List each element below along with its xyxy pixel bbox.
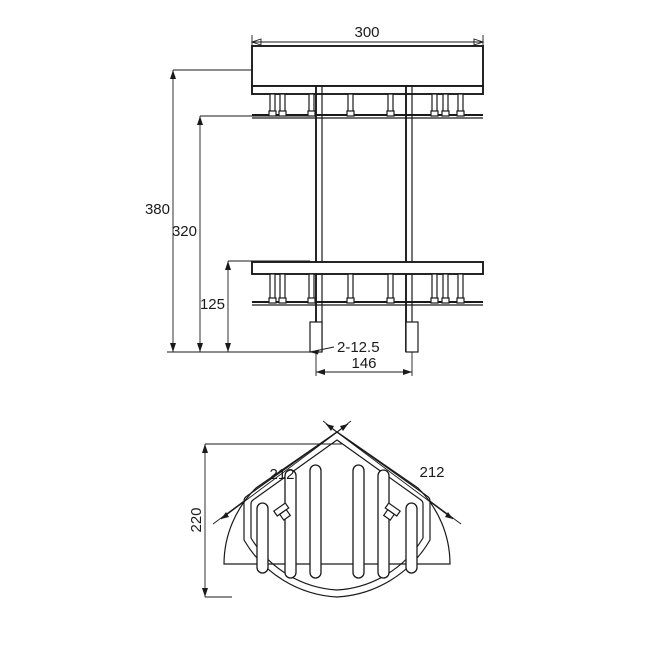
- dimension-label-220: 220: [188, 507, 205, 532]
- dimension-height-320: 320: [172, 115, 310, 352]
- lower-shelf-guard-ribs: [268, 273, 465, 304]
- dimension-label-212-left: 212: [269, 466, 294, 483]
- dimension-side-212-right: 212: [322, 420, 462, 525]
- bottom-plan-view: 220 212 212: [188, 420, 462, 598]
- upper-shelf-plate: [251, 45, 484, 119]
- dimension-label-380: 380: [145, 201, 170, 218]
- dimension-width-146: 146: [315, 352, 413, 376]
- dimension-depth-220: 220: [188, 443, 343, 598]
- note-hole-callout: 2-12.5: [309, 339, 380, 356]
- plan-drain-slots: [256, 464, 418, 579]
- dimension-label-125: 125: [200, 296, 225, 313]
- mounting-feet: [309, 321, 419, 353]
- plan-basket-outline: [223, 431, 451, 598]
- front-elevation-view: 300: [145, 24, 485, 376]
- dimension-label-146: 146: [351, 355, 376, 372]
- dimension-label-320: 320: [172, 223, 197, 240]
- dimension-width-300: 300: [250, 24, 485, 46]
- upper-shelf-guard-ribs: [268, 93, 465, 117]
- dimension-side-212-left: 212: [212, 420, 352, 525]
- dimension-label-300: 300: [354, 24, 379, 41]
- plan-mounting-clips: [272, 502, 402, 521]
- vertical-support-posts: [315, 86, 413, 352]
- dimension-label-212-right: 212: [419, 464, 444, 481]
- dimension-label-2-12-5: 2-12.5: [337, 339, 380, 356]
- dimension-height-380: 380: [145, 69, 252, 352]
- dimension-height-125: 125: [200, 260, 310, 352]
